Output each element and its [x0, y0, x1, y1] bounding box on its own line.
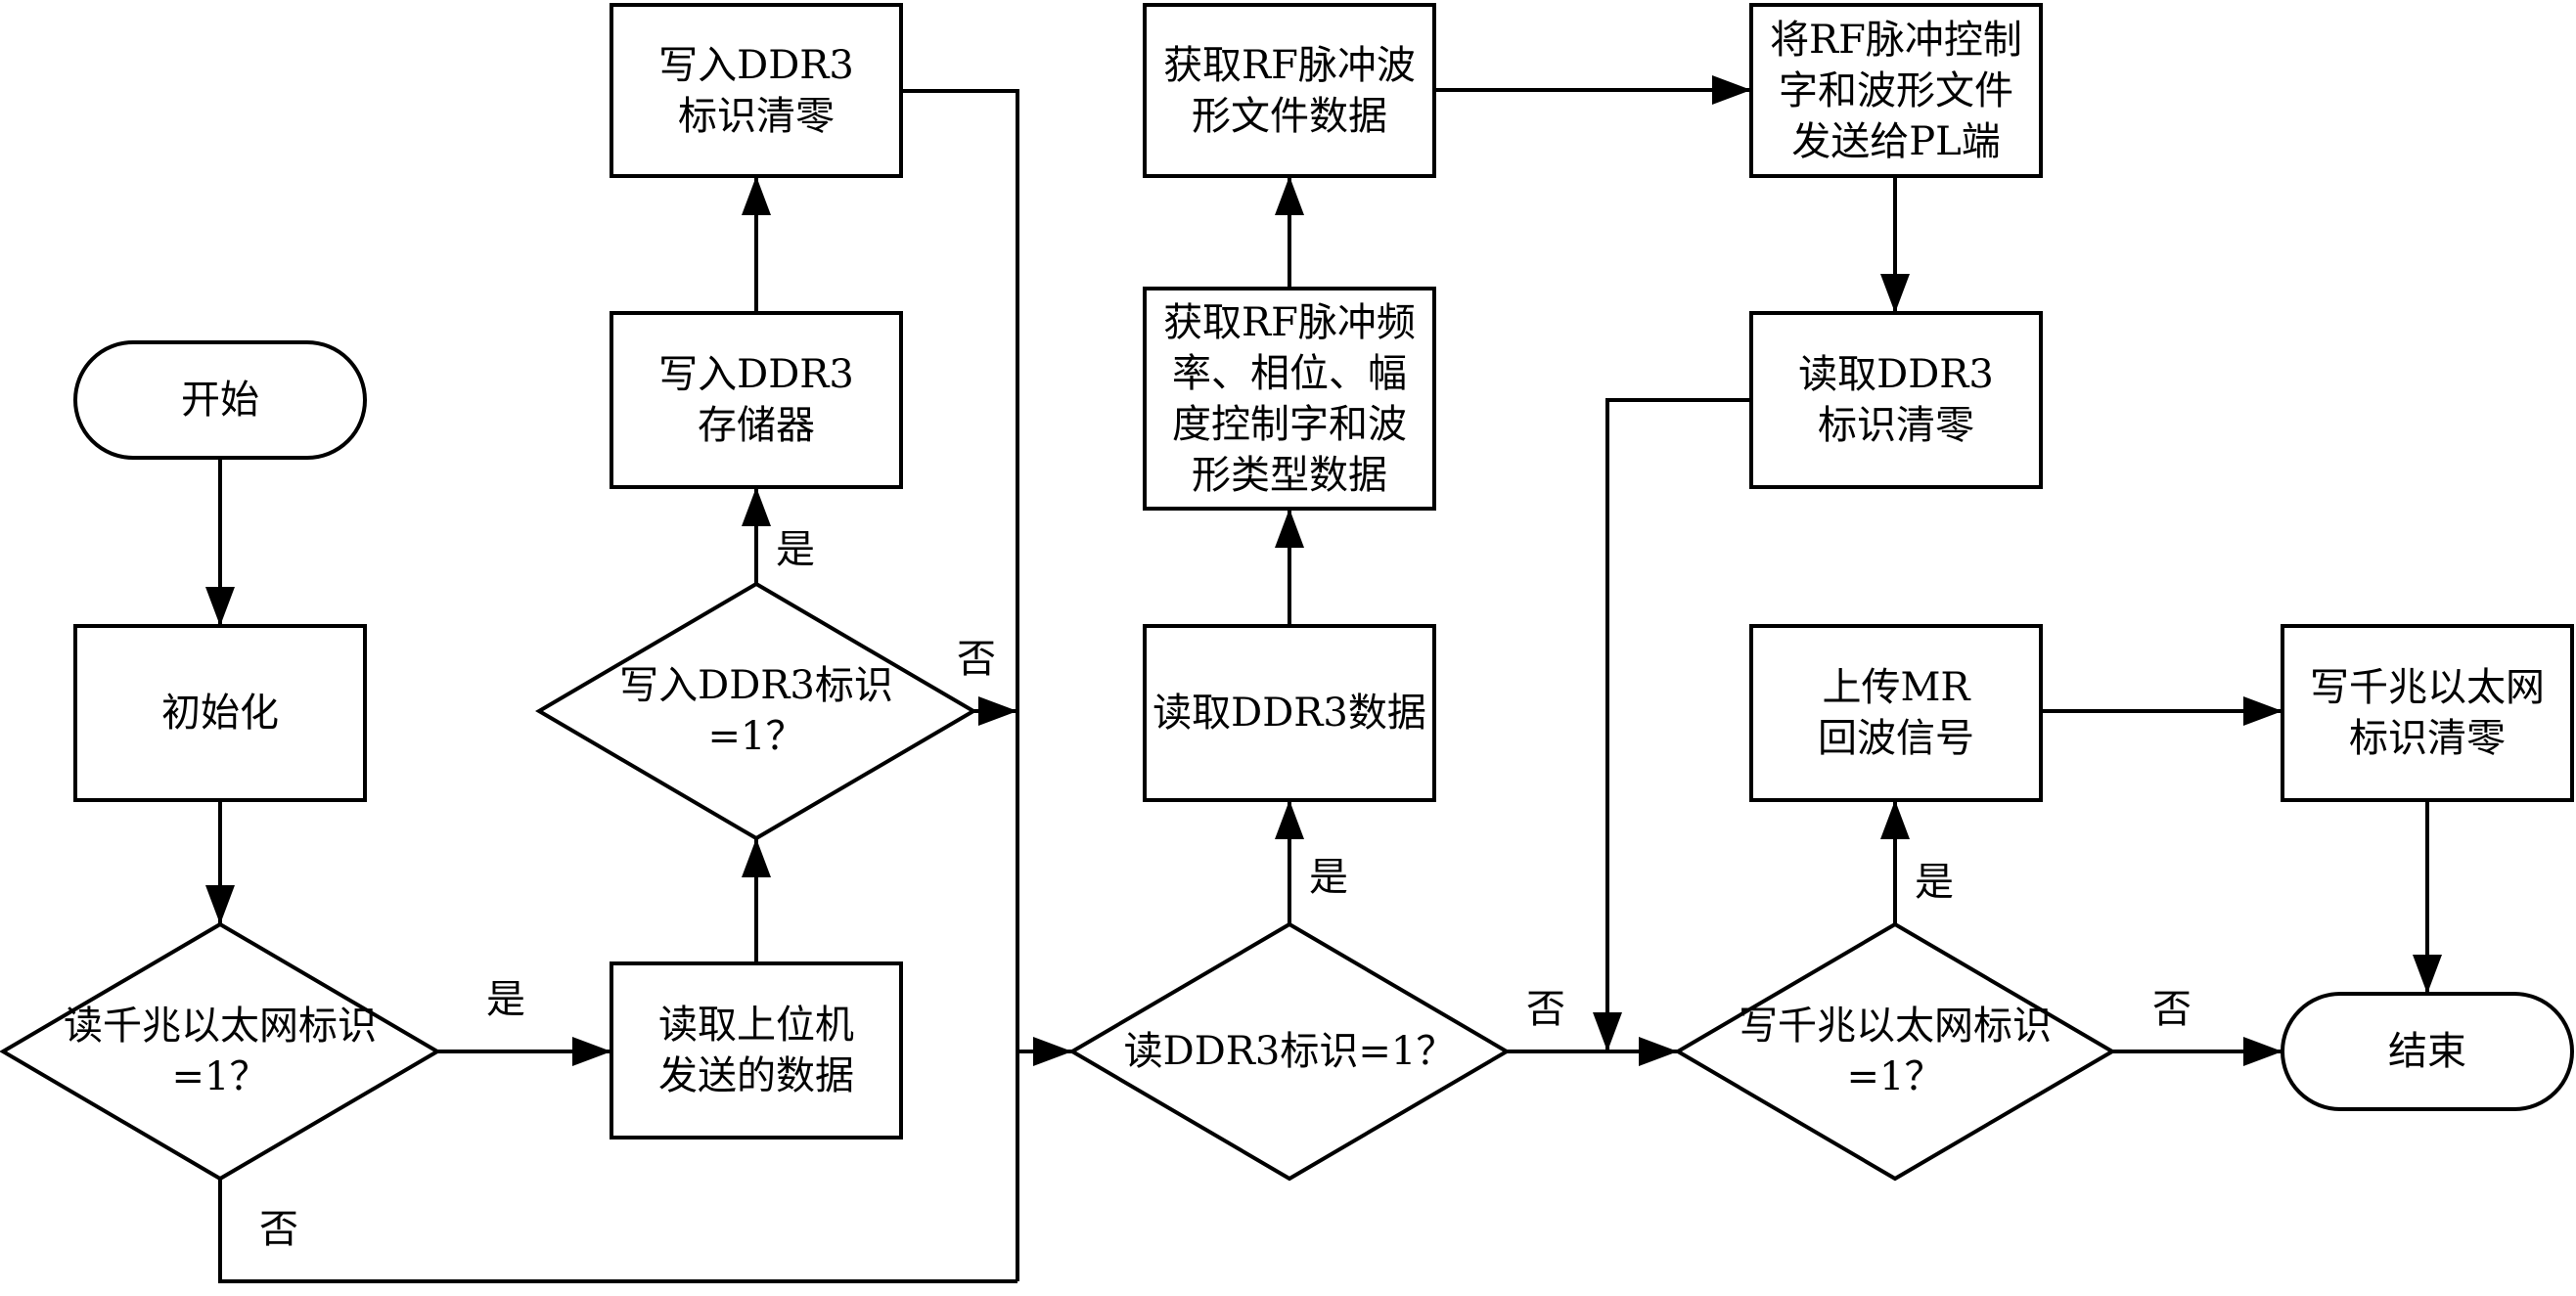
read-ddr3-flag-diamond: [1068, 921, 1511, 1182]
clear-read-ddr3-flag-box: [1749, 311, 2043, 489]
edge-label-eth-yes: 是: [486, 977, 525, 1022]
clear-write-eth-flag-box: [2281, 624, 2574, 802]
write-ddr3-flag-diamond: [535, 581, 977, 841]
send-to-pl-box: [1749, 3, 2043, 178]
write-ddr3-memory-box: [610, 311, 903, 489]
init-box: [73, 624, 367, 802]
read-ddr3-data-box: [1143, 624, 1436, 802]
read-eth-flag-diamond: [0, 921, 441, 1182]
read-host-data-box: [610, 961, 903, 1140]
clear-write-ddr3-flag-box: [610, 3, 903, 178]
edge-eth-no: [218, 1179, 1017, 1283]
write-eth-flag-diamond: [1674, 921, 2116, 1182]
edge-clear-wddr3-to-bus: [901, 89, 1019, 1281]
end-terminal: [2281, 992, 2574, 1111]
edge-clear-rddr3-down: [1593, 398, 1751, 1051]
edge-label-weth-no: 否: [2152, 987, 2192, 1032]
upload-mr-echo-box: [1749, 624, 2043, 802]
edge-label-rddr3-no: 否: [1526, 987, 1565, 1032]
get-rf-waveform-file-box: [1143, 3, 1436, 178]
edge-label-eth-no: 否: [259, 1207, 298, 1252]
start-terminal: [73, 340, 367, 460]
get-rf-control-words-box: [1143, 287, 1436, 511]
edge-label-wddr3-no: 否: [957, 637, 996, 682]
edge-label-weth-yes: 是: [1915, 860, 1954, 905]
edge-label-rddr3-yes: 是: [1309, 855, 1348, 900]
edge-label-wddr3-yes: 是: [776, 527, 815, 572]
